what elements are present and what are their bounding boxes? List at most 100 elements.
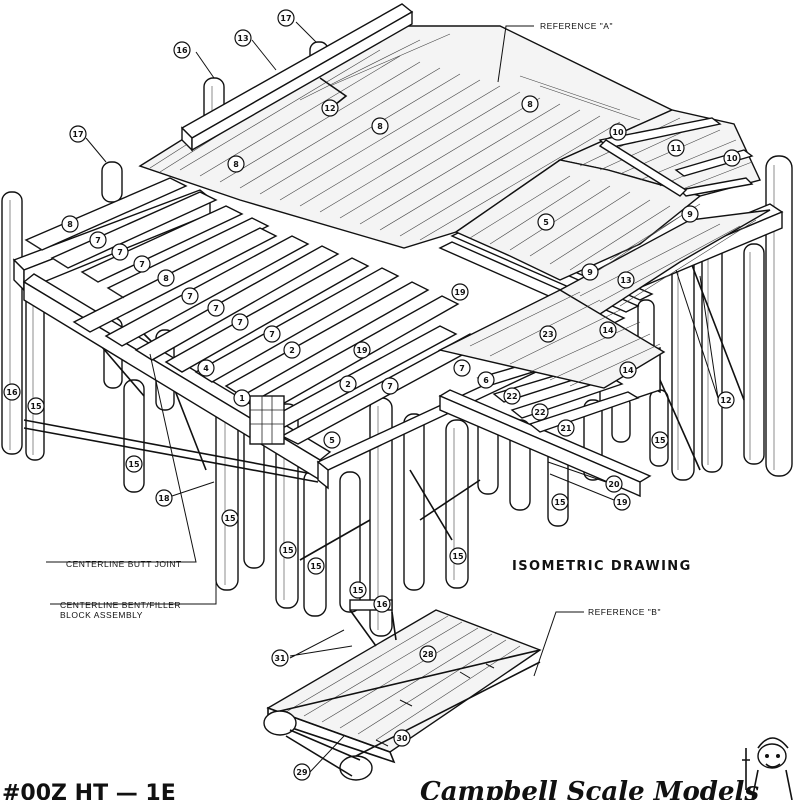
drawing-title: ISOMETRIC DRAWING [512,559,692,574]
callout-5: 5 [323,431,341,449]
callout-number: 10 [612,128,624,137]
callout-number: 15 [30,402,42,411]
reference-a-label: REFERENCE "A" [540,21,613,31]
callout-number: 20 [608,480,620,489]
callout-number: 7 [95,236,101,245]
callout-16: 16 [373,595,391,613]
callout-11: 11 [667,139,685,157]
callout-12: 12 [675,269,735,409]
callout-number: 11 [670,144,682,153]
callout-number: 12 [720,396,731,405]
callout-number: 13 [237,34,248,43]
callout-number: 1 [239,394,245,403]
callout-number: 16 [376,600,388,609]
butt-joint-label: CENTERLINE BUTT JOINT [66,559,182,569]
callout-17: 17 [69,125,107,163]
callout-number: 13 [620,276,631,285]
callout-16: 16 [173,41,215,79]
callout-13: 13 [234,29,277,71]
bent-assembly-label-line1: CENTERLINE BENT/FILLER [60,600,181,610]
callout-2: 2 [283,341,301,359]
callout-number: 31 [274,654,286,663]
callout-20: 20 [547,461,623,493]
callout-19: 19 [353,341,371,359]
callout-number: 29 [296,768,308,777]
callout-number: 8 [67,220,73,229]
callout-number: 10 [726,154,738,163]
callout-number: 7 [117,248,123,257]
callout-number: 15 [352,586,364,595]
callout-number: 28 [422,650,434,659]
callout-30: 30 [393,729,411,747]
callout-number: 7 [269,330,275,339]
callout-number: 17 [280,14,291,23]
callout-number: 17 [72,130,83,139]
bent-assembly-label-line2: BLOCK ASSEMBLY [60,610,143,620]
callout-number: 15 [282,546,294,555]
decking [138,25,771,389]
callout-number: 7 [459,364,465,373]
callout-2: 2 [339,375,357,393]
callout-6: 6 [477,371,495,389]
callout-15: 15 [307,557,325,575]
reference-b-leader [533,611,584,677]
drawing-code: #00Z HT — 1E [2,781,176,800]
callout-number: 19 [356,346,368,355]
callout-14: 14 [599,321,617,339]
callout-number: 21 [560,424,572,433]
callout-number: 14 [602,326,614,335]
callout-7: 7 [207,299,225,317]
callout-15: 15 [449,547,467,565]
callout-22: 22 [531,403,549,421]
callout-21: 21 [557,419,575,437]
callout-number: 2 [289,346,295,355]
callout-number: 8 [163,274,169,283]
callout-number: 16 [6,388,18,397]
callout-8: 8 [157,269,175,287]
callout-number: 22 [534,408,545,417]
callout-19: 19 [451,283,469,301]
callout-number: 15 [310,562,322,571]
callout-number: 8 [377,122,383,131]
callout-number: 23 [542,330,553,339]
callout-13: 13 [617,271,635,289]
callout-number: 7 [139,260,145,269]
butt-joint-leader [46,353,197,563]
callout-7: 7 [263,325,281,343]
callout-23: 23 [539,325,557,343]
callout-5: 5 [537,213,555,231]
callout-10: 10 [723,149,741,167]
callout-number: 19 [616,498,628,507]
callout-number: 5 [543,218,549,227]
callout-number: 7 [213,304,219,313]
callout-15: 15 [125,455,143,473]
callout-number: 12 [324,104,335,113]
callout-29: 29 [293,735,345,781]
floating-ramp [263,599,542,781]
callout-number: 14 [622,366,634,375]
callout-15: 15 [349,581,367,599]
brand-name: Campbell Scale Models [420,777,759,800]
callout-16: 16 [3,383,21,401]
callout-15: 15 [221,509,239,527]
callout-18: 18 [155,481,215,507]
reference-a-leader [497,25,534,83]
mascot-logo-icon [742,737,793,800]
callout-number: 7 [187,292,193,301]
callout-7: 7 [453,359,471,377]
callout-17: 17 [277,9,317,43]
callout-number: 15 [224,514,236,523]
callout-number: 8 [233,160,239,169]
callout-8: 8 [61,215,79,233]
callout-number: 5 [329,436,335,445]
callout-number: 15 [128,460,140,469]
callout-31: 31 [271,629,353,667]
callout-10: 10 [609,123,627,141]
callout-15: 15 [27,397,45,415]
callout-number: 4 [203,364,209,373]
callout-number: 9 [687,210,693,219]
callout-15: 15 [651,431,669,449]
callout-number: 18 [158,494,170,503]
